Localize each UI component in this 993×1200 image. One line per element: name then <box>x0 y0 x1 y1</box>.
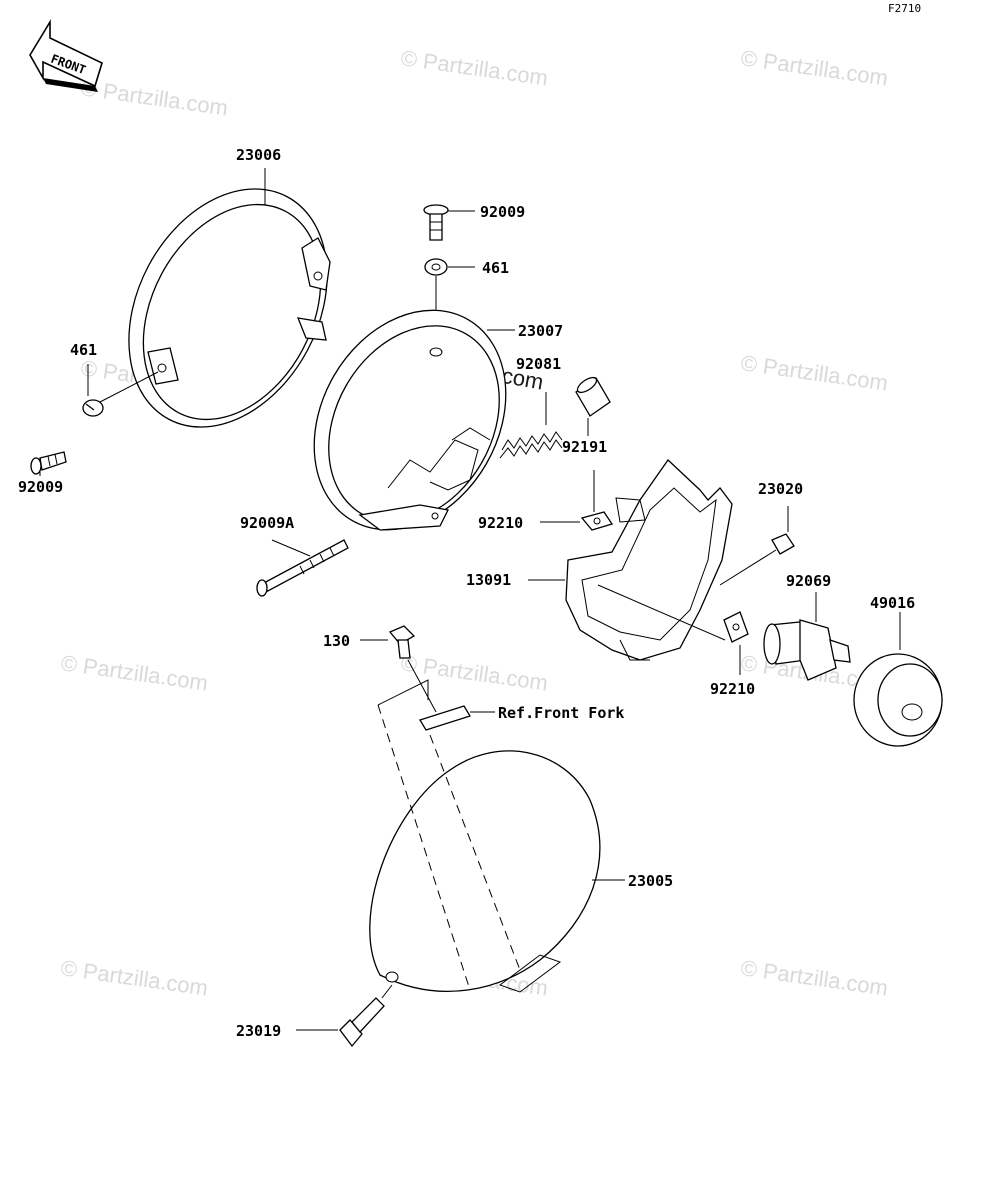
bracket <box>528 459 777 661</box>
fork-clamp <box>377 659 495 731</box>
headlight-rim <box>128 168 331 428</box>
part-label: 461 <box>482 259 509 277</box>
front-arrow: FRONT <box>29 19 103 92</box>
bulb <box>763 592 851 681</box>
part-label: 23005 <box>628 872 673 890</box>
part-label: 23020 <box>758 480 803 498</box>
watermark: © Partzilla.com <box>399 650 549 695</box>
figure-code: F2710 <box>888 2 921 15</box>
bolt-23019 <box>296 984 393 1048</box>
clip-upper <box>540 470 614 531</box>
clip-lower <box>723 611 749 675</box>
watermark: © Partzilla.com <box>59 955 209 1000</box>
reference-label: Ref.Front Fork <box>498 704 624 722</box>
watermark: © Partzilla.com <box>739 350 889 395</box>
screw-top <box>423 204 475 241</box>
part-label: 92009 <box>18 478 63 496</box>
watermark: © Partzilla.com <box>739 45 889 90</box>
bolt-130 <box>360 625 416 659</box>
watermark: © Partzilla.com <box>79 75 229 120</box>
part-labels: 23006 92009 461 23007 92081 92191 461 92… <box>18 146 915 1040</box>
headlight-body <box>369 704 625 993</box>
part-label: 92210 <box>710 680 755 698</box>
part-label: 130 <box>323 632 350 650</box>
part-label: 92009 <box>480 203 525 221</box>
tube <box>575 376 611 436</box>
part-label: 461 <box>70 341 97 359</box>
part-label: 92210 <box>478 514 523 532</box>
part-label: 23006 <box>236 146 281 164</box>
watermark: © Partzilla.com <box>739 955 889 1000</box>
part-label: 92069 <box>786 572 831 590</box>
washer-left <box>82 364 159 417</box>
part-label: 92081 <box>516 355 561 373</box>
screw-left <box>30 451 67 476</box>
inner-rim <box>313 309 515 531</box>
watermark: © Partzilla.com <box>59 650 209 695</box>
part-label: 92191 <box>562 438 607 456</box>
spring <box>499 392 563 459</box>
rubber-cap <box>853 612 943 747</box>
part-label: 49016 <box>870 594 915 612</box>
watermark: © Partzilla.com <box>399 45 549 90</box>
long-screw <box>256 539 349 597</box>
nut <box>771 506 795 555</box>
part-label: 23019 <box>236 1022 281 1040</box>
part-label: 92009A <box>240 514 294 532</box>
part-label: 23007 <box>518 322 563 340</box>
part-label: 13091 <box>466 571 511 589</box>
